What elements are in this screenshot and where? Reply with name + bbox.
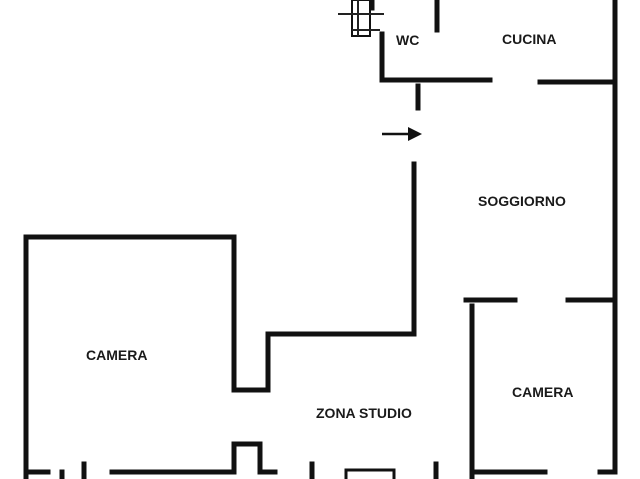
room-label-cucina: CUCINA	[502, 31, 556, 47]
room-label-wc: WC	[396, 32, 419, 48]
wall-block-camera-right	[463, 297, 618, 479]
shaft-symbol	[338, 0, 384, 37]
room-label-camera-left: CAMERA	[86, 347, 147, 363]
room-label-soggiorno: SOGGIORNO	[478, 193, 566, 209]
wall-block-kitchen-wc	[369, 0, 618, 85]
room-label-zona-studio: ZONA STUDIO	[316, 405, 412, 421]
room-label-camera-right: CAMERA	[512, 384, 573, 400]
wall-block-living	[23, 79, 618, 479]
wall-block-bottom	[23, 441, 439, 479]
arrow-right-icon	[382, 127, 422, 141]
